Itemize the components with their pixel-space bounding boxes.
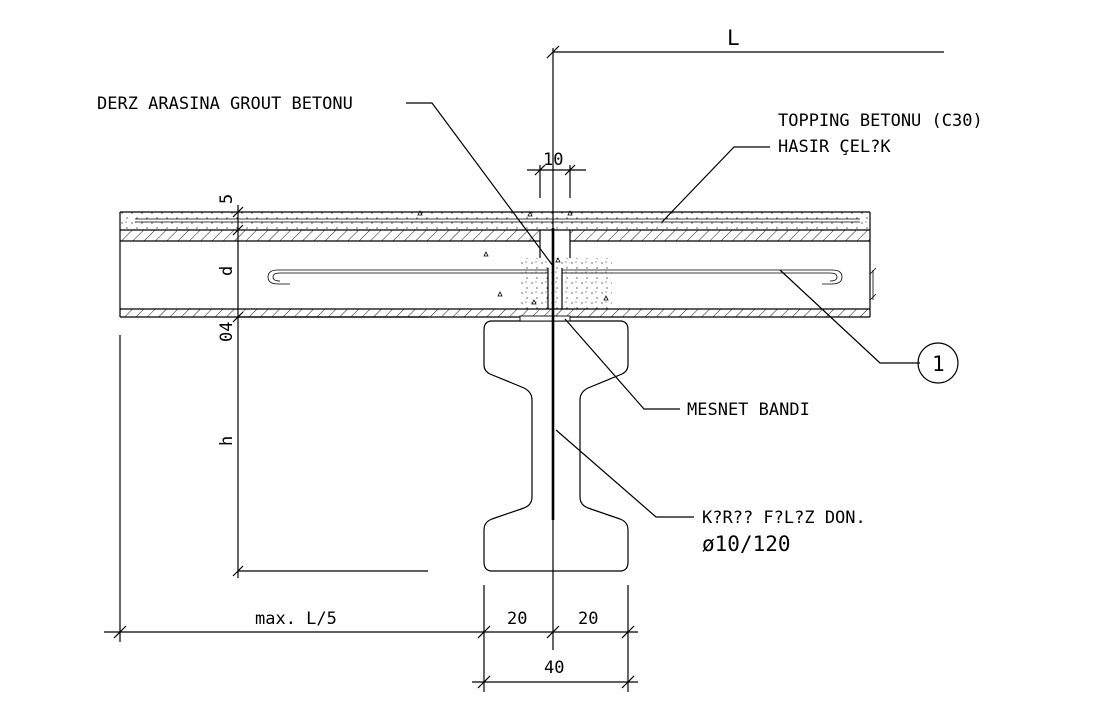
detail-mark: 1 [932,352,945,376]
dowel-label-2: ø10/120 [702,532,791,556]
beam-height-dim: h [217,436,237,446]
cantilever-dim: max. L/5 [255,609,337,629]
bottom-dimensions: max. L/5 20 20 40 [104,335,638,692]
grout-label: DERZ ARASINA GROUT BETONU [97,94,353,114]
topping-dim: 5 [217,194,237,204]
joint-width-dimension: 10 [527,150,586,198]
topping-label-1: TOPPING BETONU (C30) [778,111,983,131]
left-vertical-dimensions: 5 d 04 h [217,194,428,578]
dowel-label-1: K?R?? F?L?Z DON. [702,508,866,528]
precast-beam [483,315,629,572]
bearing-gap-dim: 04 [217,322,237,342]
grout-callout: DERZ ARASINA GROUT BETONU [97,94,554,267]
span-label: L [727,26,740,50]
joint-width-value: 10 [543,150,563,170]
slab [119,210,871,318]
span-dimension: L [546,26,944,59]
dowel-callout: K?R?? F?L?Z DON. ø10/120 [555,429,866,556]
topping-callout: TOPPING BETONU (C30) HASIR ÇEL?K [661,111,983,223]
beam-width-dim: 40 [544,658,564,678]
slab-depth-dim: d [217,266,237,276]
bearing-callout: MESNET BANDI [564,318,810,420]
detail-callout: 1 [779,269,959,384]
bearing-label: MESNET BANDI [687,400,810,420]
topping-label-2: HASIR ÇEL?K [778,137,891,157]
right-half-dim: 20 [578,609,598,629]
left-half-dim: 20 [507,609,527,629]
right-ticks [869,267,877,301]
